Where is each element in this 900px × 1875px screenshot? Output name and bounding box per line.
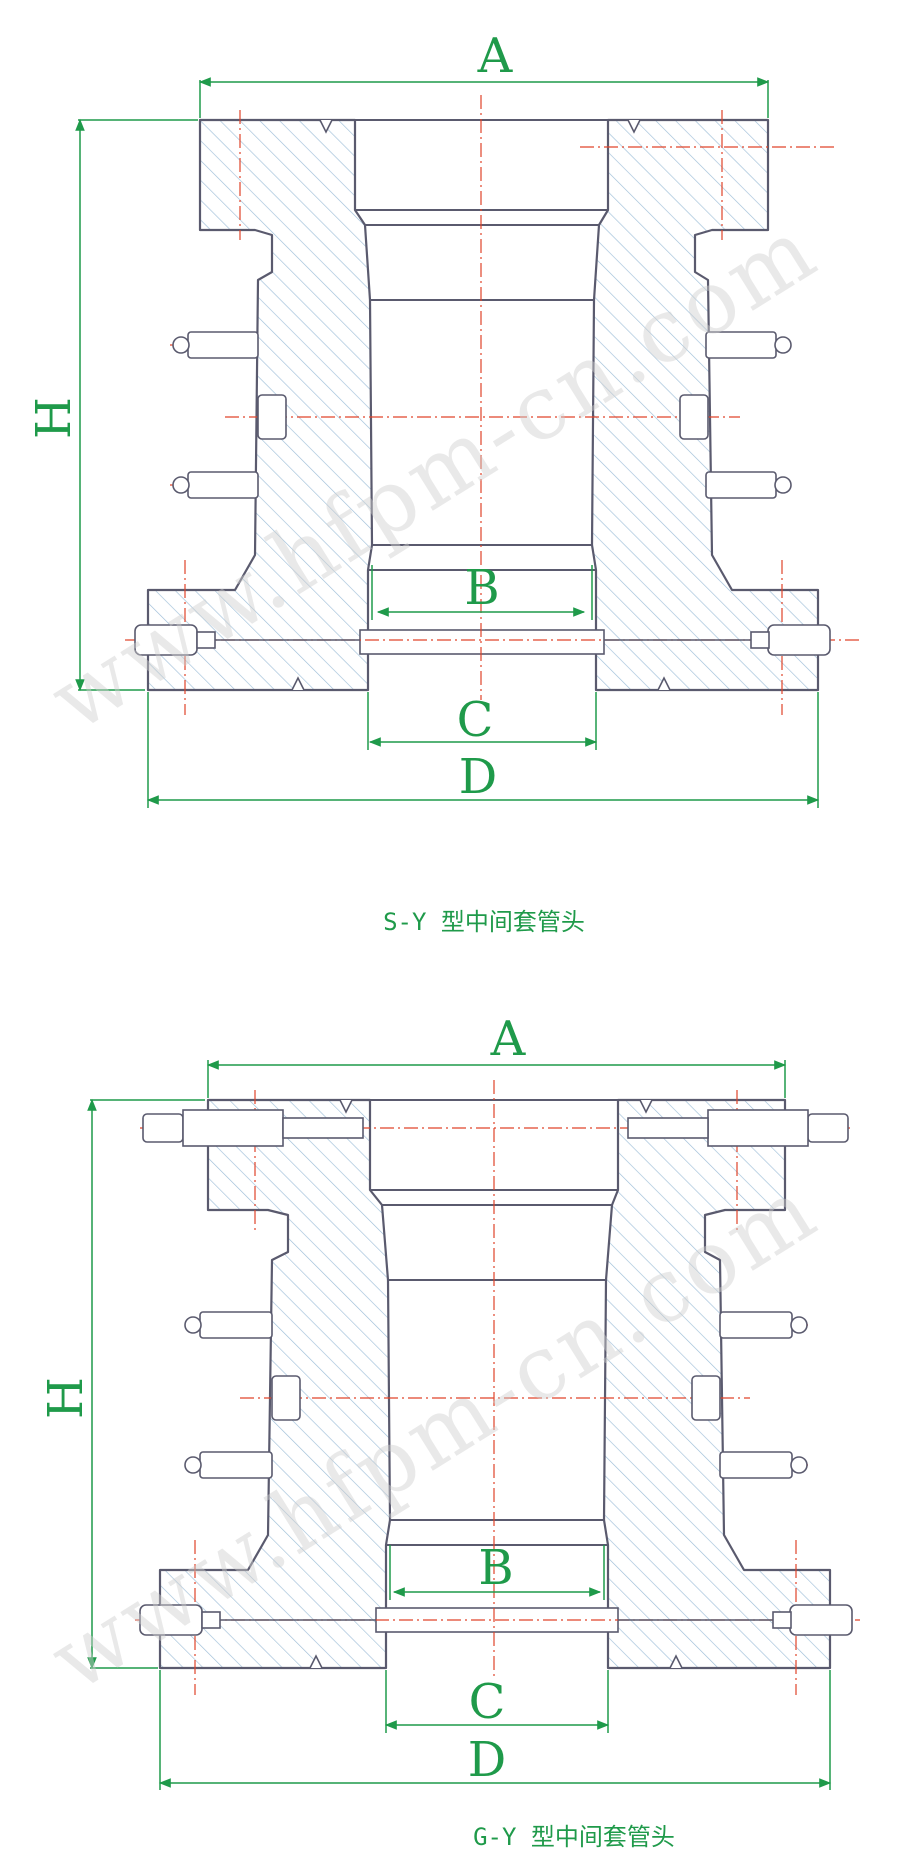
s-y-dim-a-label: A [477, 28, 514, 84]
g-y-diagram: A H B C D G-Y 型中间套管头 [38, 1011, 860, 1851]
g-y-test-ports [139, 1604, 853, 1636]
g-y-dim-a-label: A [490, 1011, 527, 1067]
g-y-top-notches [339, 1099, 653, 1114]
s-y-dimensions [75, 77, 820, 808]
s-y-dim-b-label: B [464, 560, 499, 616]
g-y-top-flange-bolts [142, 1109, 849, 1147]
s-y-test-ports [134, 624, 831, 656]
s-y-seal-ring [359, 629, 605, 655]
g-y-dim-d-label: D [468, 1732, 506, 1788]
g-y-dim-c-label: C [469, 1674, 506, 1730]
s-y-caption: S-Y 型中间套管头 [383, 908, 585, 936]
s-y-diagram: A H B C D S-Y 型中间套管头 [26, 28, 860, 936]
g-y-caption: G-Y 型中间套管头 [473, 1823, 675, 1851]
s-y-dim-c-label: C [457, 692, 494, 748]
g-y-bottom-notches [309, 1654, 683, 1669]
g-y-dim-h-label: H [38, 1377, 94, 1419]
g-y-dimensions [87, 1060, 832, 1790]
s-y-dim-d-label: D [459, 749, 497, 805]
s-y-bottom-notches [291, 676, 671, 691]
s-y-dim-h-label: H [26, 397, 82, 439]
g-y-side-bolts [184, 1311, 808, 1479]
s-y-top-notches [319, 119, 641, 134]
g-y-dim-b-label: B [478, 1540, 513, 1596]
s-y-side-bolts [172, 331, 792, 499]
